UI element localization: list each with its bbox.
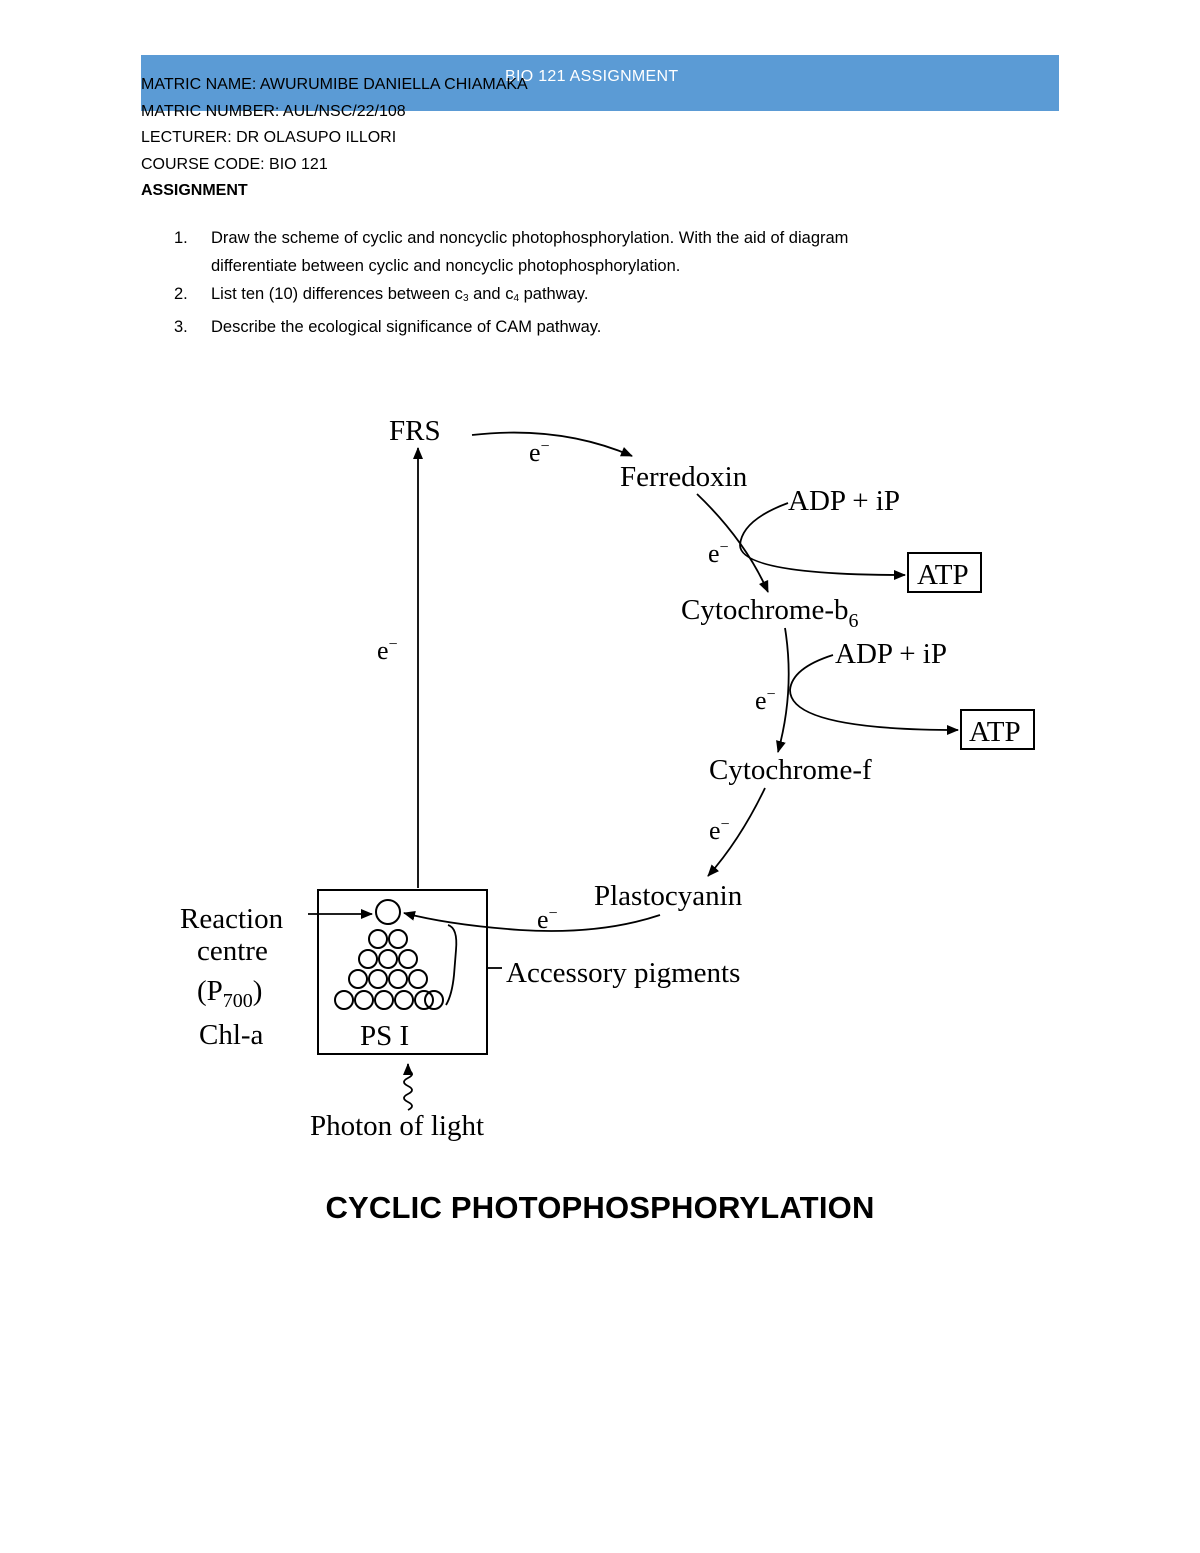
cytochrome-b6-label: Cytochrome-b6 xyxy=(681,594,859,632)
question-number: 1. xyxy=(174,229,188,247)
electron-label: e− xyxy=(537,905,558,934)
pigment-circle xyxy=(354,990,374,1010)
pigment-circle xyxy=(424,990,444,1010)
chl-a-label: Chl-a xyxy=(199,1019,264,1051)
reaction-label: Reaction xyxy=(180,903,284,935)
question-1: 1. Draw the scheme of cyclic and noncycl… xyxy=(141,224,1021,280)
psi-label: PS I xyxy=(360,1020,409,1052)
cytochrome-f-label: Cytochrome-f xyxy=(709,754,872,786)
pigment-circle xyxy=(348,969,368,989)
question-number: 3. xyxy=(174,318,188,336)
pigment-circle xyxy=(358,949,378,969)
lecturer: LECTURER: DR OLASUPO ILLORI xyxy=(141,129,397,146)
photon-label: Photon of light xyxy=(310,1110,484,1142)
arrow-ferredoxin-to-cytb6 xyxy=(696,493,769,593)
diagram-caption: CYCLIC PHOTOPHOSPHORYLATION xyxy=(325,1190,875,1225)
centre-label: centre xyxy=(197,935,268,967)
header-title: BIO 121 ASSIGNMENT xyxy=(505,68,679,85)
atp-label-1: ATP xyxy=(917,559,969,591)
assignment-heading: ASSIGNMENT xyxy=(141,182,248,199)
pigment-circle xyxy=(388,969,408,989)
question-text: Describe the ecological significance of … xyxy=(211,318,602,336)
arrow-frs-to-ferredoxin xyxy=(471,431,633,457)
atp-label-2: ATP xyxy=(969,716,1021,748)
question-number: 2. xyxy=(174,285,188,303)
pigment-circle xyxy=(388,929,408,949)
arrow-adp-to-atp-2 xyxy=(789,654,959,735)
pigment-brace xyxy=(445,924,458,1006)
atp-box-2 xyxy=(960,709,1035,750)
accessory-pigments-label: Accessory pigments xyxy=(506,957,740,989)
question-text: Draw the scheme of cyclic and noncyclic … xyxy=(211,229,849,247)
pigment-circle xyxy=(394,990,414,1010)
plastocyanin-label: Plastocyanin xyxy=(594,880,743,912)
frs-label: FRS xyxy=(389,415,441,447)
course-code: COURSE CODE: BIO 121 xyxy=(141,156,328,173)
atp-box-1 xyxy=(907,552,982,593)
question-3: 3. Describe the ecological significance … xyxy=(141,313,1021,341)
electron-label: e− xyxy=(709,816,730,845)
question-text: differentiate between cyclic and noncycl… xyxy=(211,257,681,275)
photon-arrow xyxy=(403,1063,413,1111)
question-text: List ten (10) differences between c xyxy=(211,285,463,303)
reaction-centre-circle xyxy=(375,899,401,925)
matric-name: MATRIC NAME: AWURUMIBE DANIELLA CHIAMAKA xyxy=(141,76,528,93)
arrow-plastocyanin-to-reaction-centre xyxy=(403,910,661,932)
pigment-circles xyxy=(334,899,444,1010)
ferredoxin-label: Ferredoxin xyxy=(620,461,748,493)
adp-ip-label-1: ADP + iP xyxy=(788,485,900,517)
question-text: and c xyxy=(468,285,514,303)
question-text: pathway. xyxy=(519,285,589,303)
pigment-circle xyxy=(398,949,418,969)
electron-label: e− xyxy=(755,686,776,715)
question-2: 2. List ten (10) differences between c3 … xyxy=(141,280,1021,313)
pigment-circle xyxy=(334,990,354,1010)
p700-label: (P700) xyxy=(197,975,262,1012)
question-list: 1. Draw the scheme of cyclic and noncycl… xyxy=(141,224,1021,341)
subscript: 3 xyxy=(462,293,469,304)
arrow-cytf-to-plastocyanin xyxy=(707,787,766,877)
pigment-circle xyxy=(378,949,398,969)
arrow-adp-to-atp-1 xyxy=(739,502,906,580)
header-bar xyxy=(141,55,1059,111)
matric-number: MATRIC NUMBER: AUL/NSC/22/108 xyxy=(141,103,406,120)
pigment-circle xyxy=(368,969,388,989)
electron-label: e− xyxy=(708,539,729,568)
pigment-circle xyxy=(374,990,394,1010)
pigment-circle xyxy=(408,969,428,989)
adp-ip-label-2: ADP + iP xyxy=(835,638,947,670)
pigment-circle xyxy=(414,990,434,1010)
psi-box xyxy=(317,889,488,1055)
electron-label: e− xyxy=(529,438,550,467)
electron-label: e− xyxy=(377,636,398,665)
arrow-cytb6-to-cytf xyxy=(776,627,790,753)
pigment-circle xyxy=(368,929,388,949)
subscript: 4 xyxy=(513,293,520,304)
